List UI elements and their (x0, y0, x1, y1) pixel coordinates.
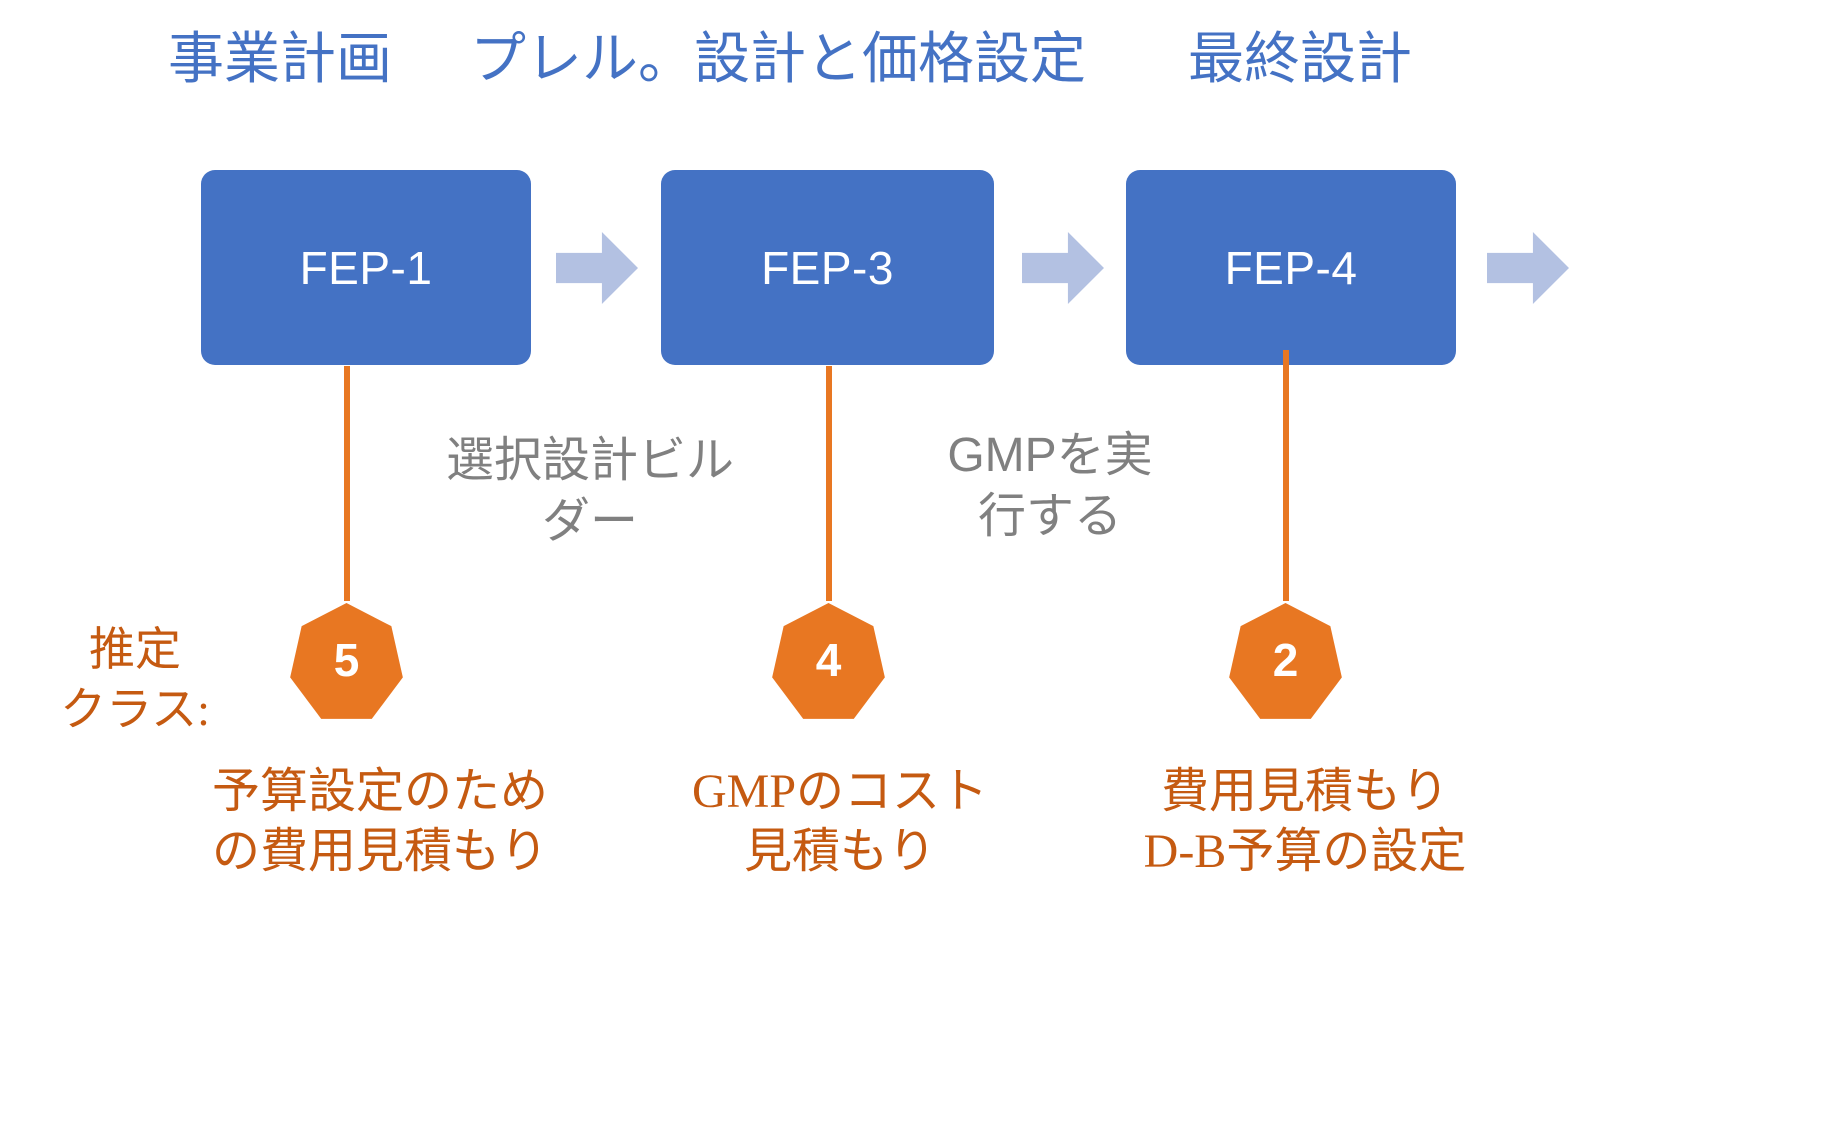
estimate-class-badge-fep-4[interactable]: 2 (1229, 603, 1342, 719)
stage-box-fep-1[interactable]: FEP-1 (201, 170, 531, 365)
stage-box-label: FEP-3 (761, 241, 894, 294)
transition-label-line-1: GMPを実 (947, 429, 1153, 482)
connector-line-fep-1 (344, 366, 350, 601)
caption-line-2: D-B予算の設定 (1143, 825, 1467, 878)
connector-line-fep-3 (826, 366, 832, 601)
caption-line-1: 費用見積もり (1160, 765, 1449, 818)
estimate-class-badge-fep-3[interactable]: 4 (772, 603, 885, 719)
phase-header-business-planning: 事業計画 (168, 29, 392, 91)
stage-box-fep-3[interactable]: FEP-3 (661, 170, 994, 365)
phase-header-final-design: 最終設計 (1188, 29, 1412, 91)
stage-box-fep-4[interactable]: FEP-4 (1126, 170, 1456, 365)
right-block-arrow-icon-1 (556, 232, 638, 304)
caption-fep-3: GMPのコスト 見積もり (645, 762, 1035, 882)
estimate-class-legend: 推定 クラス: (10, 620, 260, 740)
transition-label-line-1: 選択設計ビル (445, 434, 734, 487)
transition-label-select-design-builder: 選択設計ビル ダー (420, 430, 760, 553)
caption-line-2: の費用見積もり (211, 825, 548, 878)
transition-label-line-2: ダー (541, 495, 638, 549)
badge-value: 4 (815, 634, 842, 686)
transition-label-line-2: 行する (977, 490, 1122, 544)
phase-header-prelim-design-pricing: プレル。設計と価格設定 (470, 29, 1086, 91)
estimate-class-legend-line-2: クラス: (60, 683, 210, 735)
caption-fep-4: 費用見積もり D-B予算の設定 (1105, 762, 1505, 882)
caption-fep-1: 予算設定のため の費用見積もり (180, 762, 580, 882)
badge-value: 5 (333, 634, 360, 686)
transition-label-execute-gmp: GMPを実 行する (900, 425, 1200, 548)
caption-line-1: 予算設定のため (211, 765, 548, 818)
connector-line-fep-4 (1283, 350, 1289, 601)
estimate-class-legend-line-1: 推定 (89, 624, 181, 675)
stage-box-label: FEP-4 (1224, 241, 1358, 294)
right-block-arrow-icon-3 (1487, 232, 1569, 304)
estimate-class-badge-fep-1[interactable]: 5 (290, 603, 403, 719)
stage-box-label: FEP-1 (299, 241, 433, 294)
caption-line-2: 見積もり (743, 825, 936, 878)
caption-line-1: GMPのコスト (691, 765, 989, 818)
badge-value: 2 (1272, 634, 1299, 686)
right-block-arrow-icon-2 (1022, 232, 1104, 304)
